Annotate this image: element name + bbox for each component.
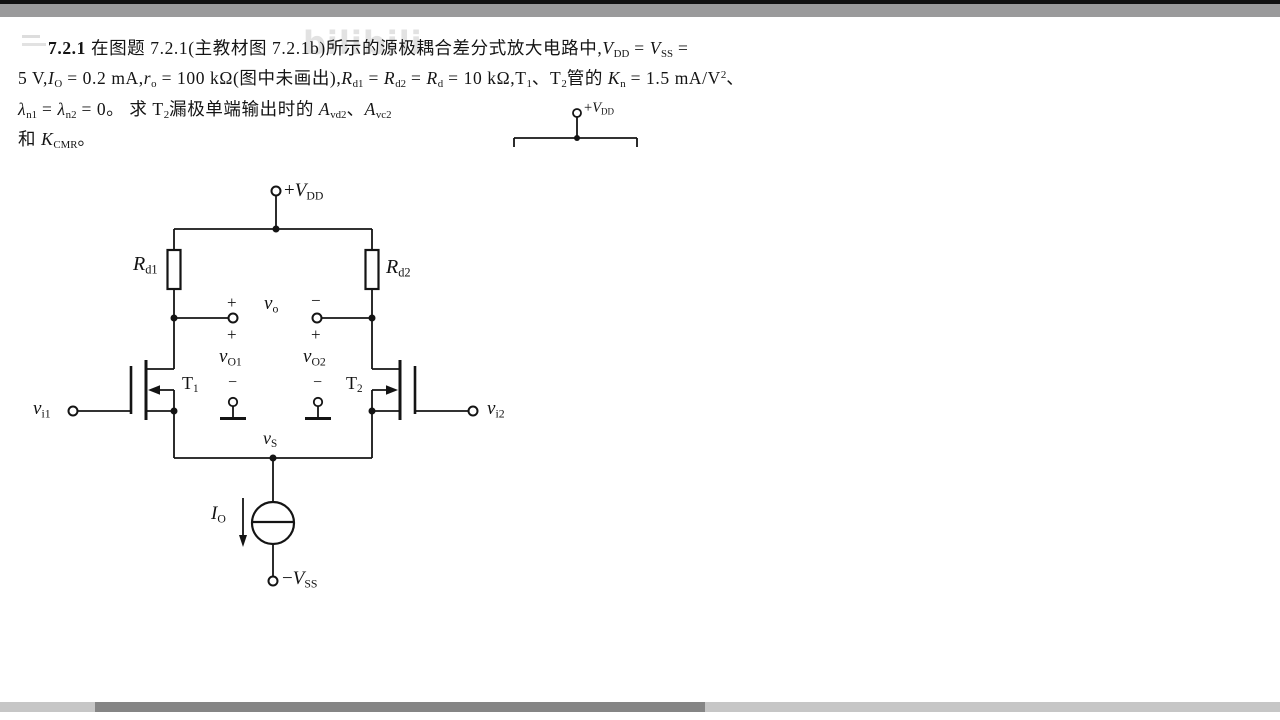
- label-t1: T1: [182, 373, 199, 396]
- output-terminal-vo1: [170, 312, 239, 324]
- label-rd2: Rd2: [386, 256, 411, 280]
- output-terminal-vo2: [311, 312, 376, 324]
- label-rd1: Rd1: [133, 253, 158, 277]
- vdd-fragment: [513, 108, 638, 147]
- problem-line-2: 5 V,IO = 0.2 mA,ro = 100 kΩ(图中未画出),Rd1 =…: [18, 68, 745, 91]
- label-minus-gnd-right: −: [313, 374, 323, 391]
- watermark-remnant-dash: [22, 43, 46, 46]
- label-plus-vo1: +: [227, 325, 237, 344]
- label-vi2: vi2: [487, 398, 505, 421]
- player-top-gray-bar: [0, 4, 1280, 17]
- player-top-black-bar: [0, 0, 1280, 4]
- label-vdd-fragment: +VDD: [584, 100, 615, 117]
- junction-dot: [272, 225, 280, 233]
- problem-line-4: 和 KCMR。: [18, 129, 96, 152]
- bilibili-watermark: bilibili: [303, 24, 423, 62]
- progress-handle[interactable]: [95, 702, 705, 712]
- label-vo1: vO1: [219, 346, 242, 369]
- label-io: IO: [211, 503, 226, 526]
- label-vo: vo: [264, 293, 279, 316]
- input-terminal-vi1: [67, 405, 131, 417]
- label-vo2: vO2: [303, 346, 326, 369]
- label-vi1: vi1: [33, 398, 51, 421]
- label-vs: vS: [263, 428, 278, 451]
- resistor-rd2: [364, 229, 380, 318]
- resistor-rd1: [166, 229, 182, 318]
- label-t2: T2: [346, 373, 363, 396]
- label-vss: −VSS: [282, 568, 318, 591]
- ground-symbol-left: [220, 396, 246, 420]
- mosfet-t2: [368, 360, 417, 420]
- progress-track[interactable]: [0, 702, 1280, 712]
- label-plus-vo2: +: [311, 325, 321, 344]
- problem-line-3: λn1 = λn2 = 0。 求 T2漏极单端输出时的 Avd2、Avc2: [18, 99, 392, 122]
- label-minus-gnd-left: −: [228, 374, 238, 391]
- label-vdd: +VDD: [284, 180, 324, 203]
- watermark-remnant-dash: [22, 35, 40, 38]
- ground-symbol-right: [305, 396, 331, 420]
- input-terminal-vi2: [415, 405, 479, 417]
- vdd-terminal: [270, 185, 282, 229]
- io-arrow: [239, 498, 247, 547]
- problem-line-1: 7.2.1 在图题 7.2.1(主教材图 7.2.1b)所示的源极耦合差分式放大…: [48, 38, 689, 61]
- mosfet-t1: [129, 360, 178, 420]
- current-source: [250, 458, 296, 587]
- label-minus-vo-right: −: [311, 291, 321, 310]
- label-plus-vo-left: +: [227, 293, 237, 312]
